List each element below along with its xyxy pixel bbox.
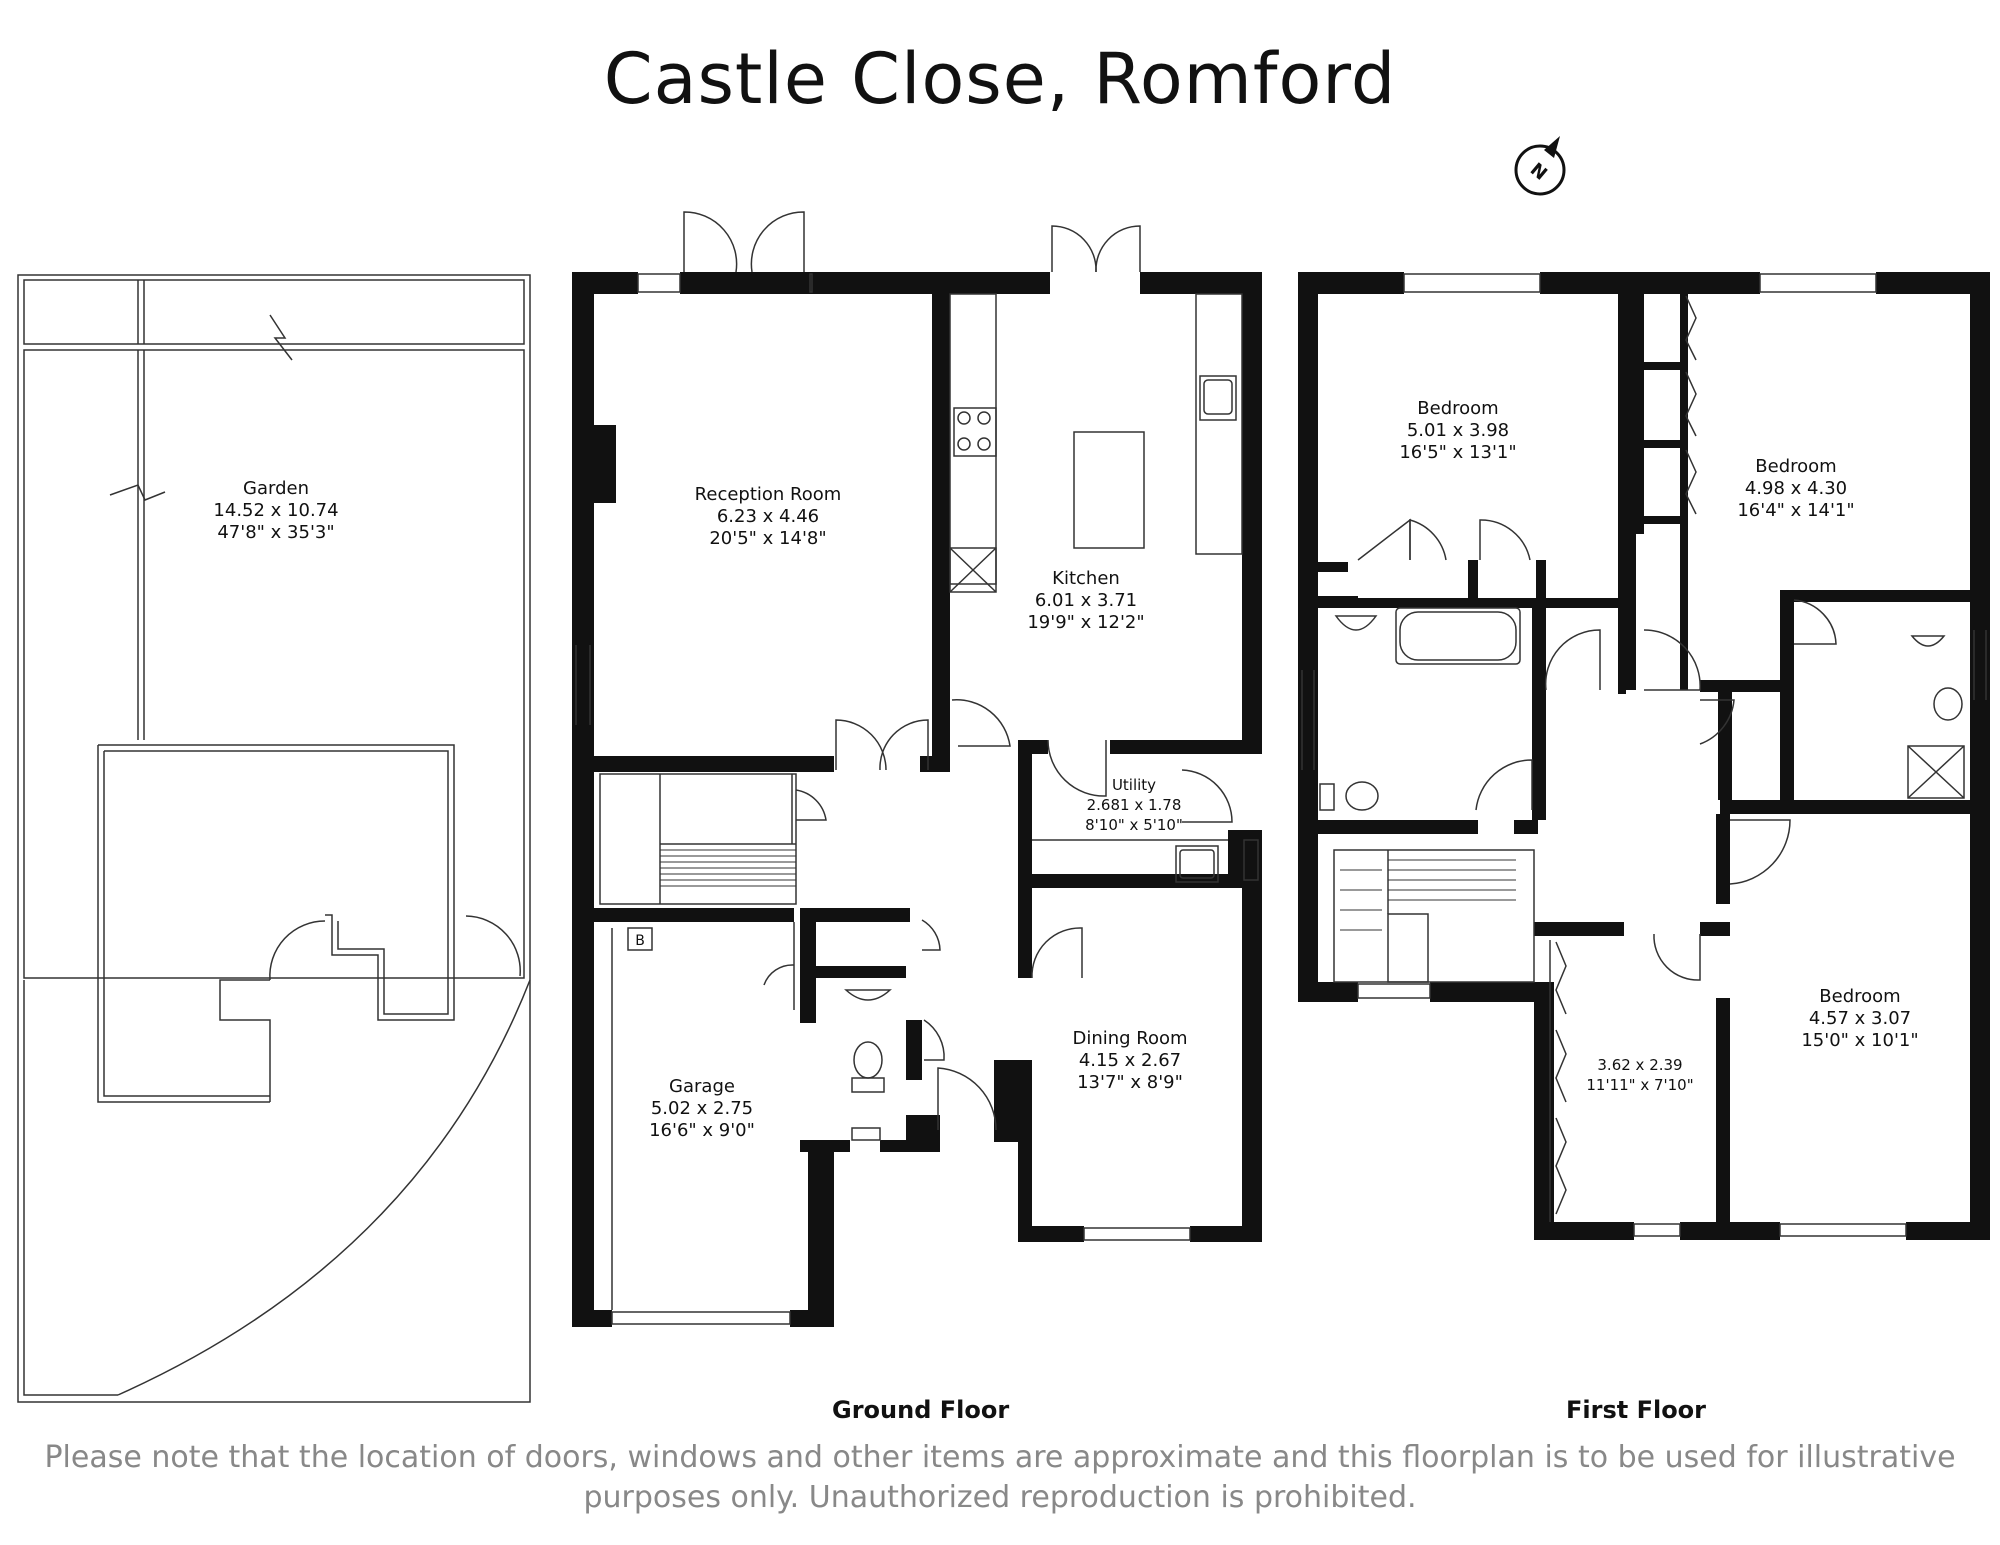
svg-text:Reception Room: Reception Room (695, 484, 842, 505)
garden-area (17, 274, 531, 1403)
room-label-bedroom-3: Bedroom 4.57 x 3.07 15'0" x 10'1" (1801, 986, 1918, 1051)
room-label-utility: Utility 2.681 x 1.78 8'10" x 5'10" (1085, 776, 1183, 834)
svg-text:11'11" x 7'10": 11'11" x 7'10" (1586, 1076, 1693, 1094)
svg-text:16'6" x 9'0": 16'6" x 9'0" (649, 1120, 755, 1141)
svg-text:16'5" x 13'1": 16'5" x 13'1" (1399, 442, 1516, 463)
room-label-dining: Dining Room 4.15 x 2.67 13'7" x 8'9" (1072, 1028, 1187, 1093)
svg-text:5.02 x 2.75: 5.02 x 2.75 (651, 1098, 753, 1119)
svg-text:13'7" x 8'9": 13'7" x 8'9" (1077, 1072, 1183, 1093)
svg-text:8'10" x 5'10": 8'10" x 5'10" (1085, 816, 1183, 834)
first-floor-label: First Floor (1566, 1396, 1707, 1424)
room-label-garage: Garage 5.02 x 2.75 16'6" x 9'0" (649, 1076, 755, 1141)
svg-text:19'9" x 12'2": 19'9" x 12'2" (1027, 612, 1144, 633)
svg-text:Utility: Utility (1112, 776, 1156, 794)
room-label-reception: Reception Room 6.23 x 4.46 20'5" x 14'8" (695, 484, 842, 549)
svg-text:Garage: Garage (669, 1076, 735, 1097)
room-label-room-4: 3.62 x 2.39 11'11" x 7'10" (1586, 1056, 1693, 1094)
svg-text:47'8" x 35'3": 47'8" x 35'3" (217, 522, 334, 543)
svg-text:5.01 x 3.98: 5.01 x 3.98 (1407, 420, 1509, 441)
svg-text:Garden: Garden (243, 478, 309, 499)
ground-floor-plan: B (572, 211, 1262, 1327)
compass-icon: N (1514, 136, 1566, 196)
room-label-bedroom-1: Bedroom 5.01 x 3.98 16'5" x 13'1" (1399, 398, 1516, 463)
room-label-bedroom-2: Bedroom 4.98 x 4.30 16'4" x 14'1" (1737, 456, 1854, 521)
boiler-label: B (635, 933, 645, 949)
svg-text:4.15 x 2.67: 4.15 x 2.67 (1079, 1050, 1181, 1071)
plan-title: Castle Close, Romford (603, 38, 1397, 120)
svg-text:3.62 x 2.39: 3.62 x 2.39 (1597, 1056, 1682, 1074)
svg-text:2.681 x 1.78: 2.681 x 1.78 (1087, 796, 1182, 814)
svg-text:Kitchen: Kitchen (1052, 568, 1120, 589)
room-label-kitchen: Kitchen 6.01 x 3.71 19'9" x 12'2" (1027, 568, 1144, 633)
svg-text:14.52 x 10.74: 14.52 x 10.74 (213, 500, 338, 521)
ground-floor-label: Ground Floor (832, 1396, 1010, 1424)
svg-text:Bedroom: Bedroom (1417, 398, 1498, 419)
svg-text:6.01 x 3.71: 6.01 x 3.71 (1035, 590, 1137, 611)
disclaimer-line-1: Please note that the location of doors, … (44, 1440, 1956, 1475)
svg-text:6.23 x 4.46: 6.23 x 4.46 (717, 506, 819, 527)
svg-text:Bedroom: Bedroom (1819, 986, 1900, 1007)
svg-text:Dining Room: Dining Room (1072, 1028, 1187, 1049)
first-floor-plan (1298, 272, 1990, 1240)
disclaimer-line-2: purposes only. Unauthorized reproduction… (583, 1480, 1417, 1515)
svg-text:4.57 x 3.07: 4.57 x 3.07 (1809, 1008, 1911, 1029)
svg-text:4.98 x 4.30: 4.98 x 4.30 (1745, 478, 1847, 499)
svg-text:Bedroom: Bedroom (1755, 456, 1836, 477)
svg-text:15'0" x 10'1": 15'0" x 10'1" (1801, 1030, 1918, 1051)
svg-text:16'4" x 14'1": 16'4" x 14'1" (1737, 500, 1854, 521)
disclaimer: Please note that the location of doors, … (0, 1438, 2000, 1518)
room-label-garden: Garden 14.52 x 10.74 47'8" x 35'3" (213, 478, 338, 543)
svg-text:20'5" x 14'8": 20'5" x 14'8" (709, 528, 826, 549)
